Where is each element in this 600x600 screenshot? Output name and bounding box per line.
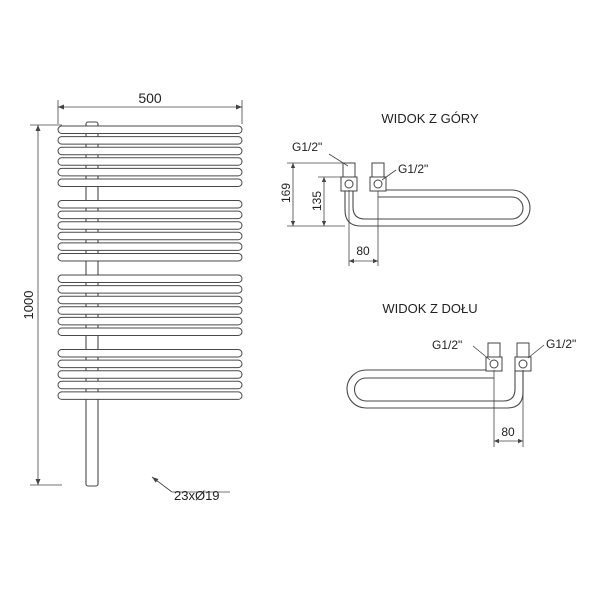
tube <box>57 146 243 156</box>
tube <box>57 242 243 251</box>
tube <box>57 157 243 166</box>
bottom-view-title: WIDOK Z DOŁU <box>382 301 477 316</box>
tube <box>57 327 243 336</box>
bottom-connector-right <box>514 342 532 372</box>
tube <box>57 136 243 145</box>
top-connector-left <box>340 162 358 192</box>
tube <box>57 200 243 209</box>
bottom-connector-right-label: G1/2" <box>546 337 576 351</box>
tube <box>57 221 243 230</box>
tube <box>57 210 243 220</box>
top-view-title: WIDOK Z GÓRY <box>381 111 479 126</box>
top-depth-outer-label: 169 <box>279 183 293 203</box>
tube <box>57 274 243 283</box>
tube <box>57 359 243 369</box>
tubes-label: 23xØ19 <box>174 488 220 503</box>
height-label: 1000 <box>21 291 36 320</box>
tube <box>57 380 243 390</box>
tube <box>57 295 243 305</box>
tube <box>57 231 243 241</box>
bottom-spacing-label: 80 <box>501 425 515 439</box>
bottom-view: WIDOK Z DOŁU G1/2" G1/2" 80 <box>346 301 576 447</box>
tube <box>57 391 243 400</box>
tube <box>57 253 243 262</box>
height-dimension: 1000 <box>21 124 62 486</box>
tubes-callout: 23xØ19 <box>151 476 230 503</box>
top-connector-left-label: G1/2" <box>292 140 322 154</box>
tube <box>57 316 243 326</box>
tube <box>57 167 243 177</box>
width-dimension: 500 <box>57 90 243 124</box>
tube <box>57 125 243 134</box>
bottom-connector-left-label: G1/2" <box>432 338 462 352</box>
top-connector-right <box>369 162 387 192</box>
tube <box>57 349 243 358</box>
front-view: 500 1000 23xØ19 <box>21 90 243 503</box>
width-label: 500 <box>138 90 162 106</box>
tube <box>57 285 243 294</box>
top-connector-right-label: G1/2" <box>398 162 428 176</box>
top-view: WIDOK Z GÓRY G1/2" G1/2" 169 <box>279 111 531 266</box>
top-spacing-label: 80 <box>356 244 370 258</box>
tube <box>57 306 243 315</box>
bottom-connector-left <box>485 342 503 372</box>
top-depth-inner-label: 135 <box>310 191 324 211</box>
tube <box>57 178 243 187</box>
tube <box>57 370 243 379</box>
horizontal-tubes <box>57 125 243 400</box>
